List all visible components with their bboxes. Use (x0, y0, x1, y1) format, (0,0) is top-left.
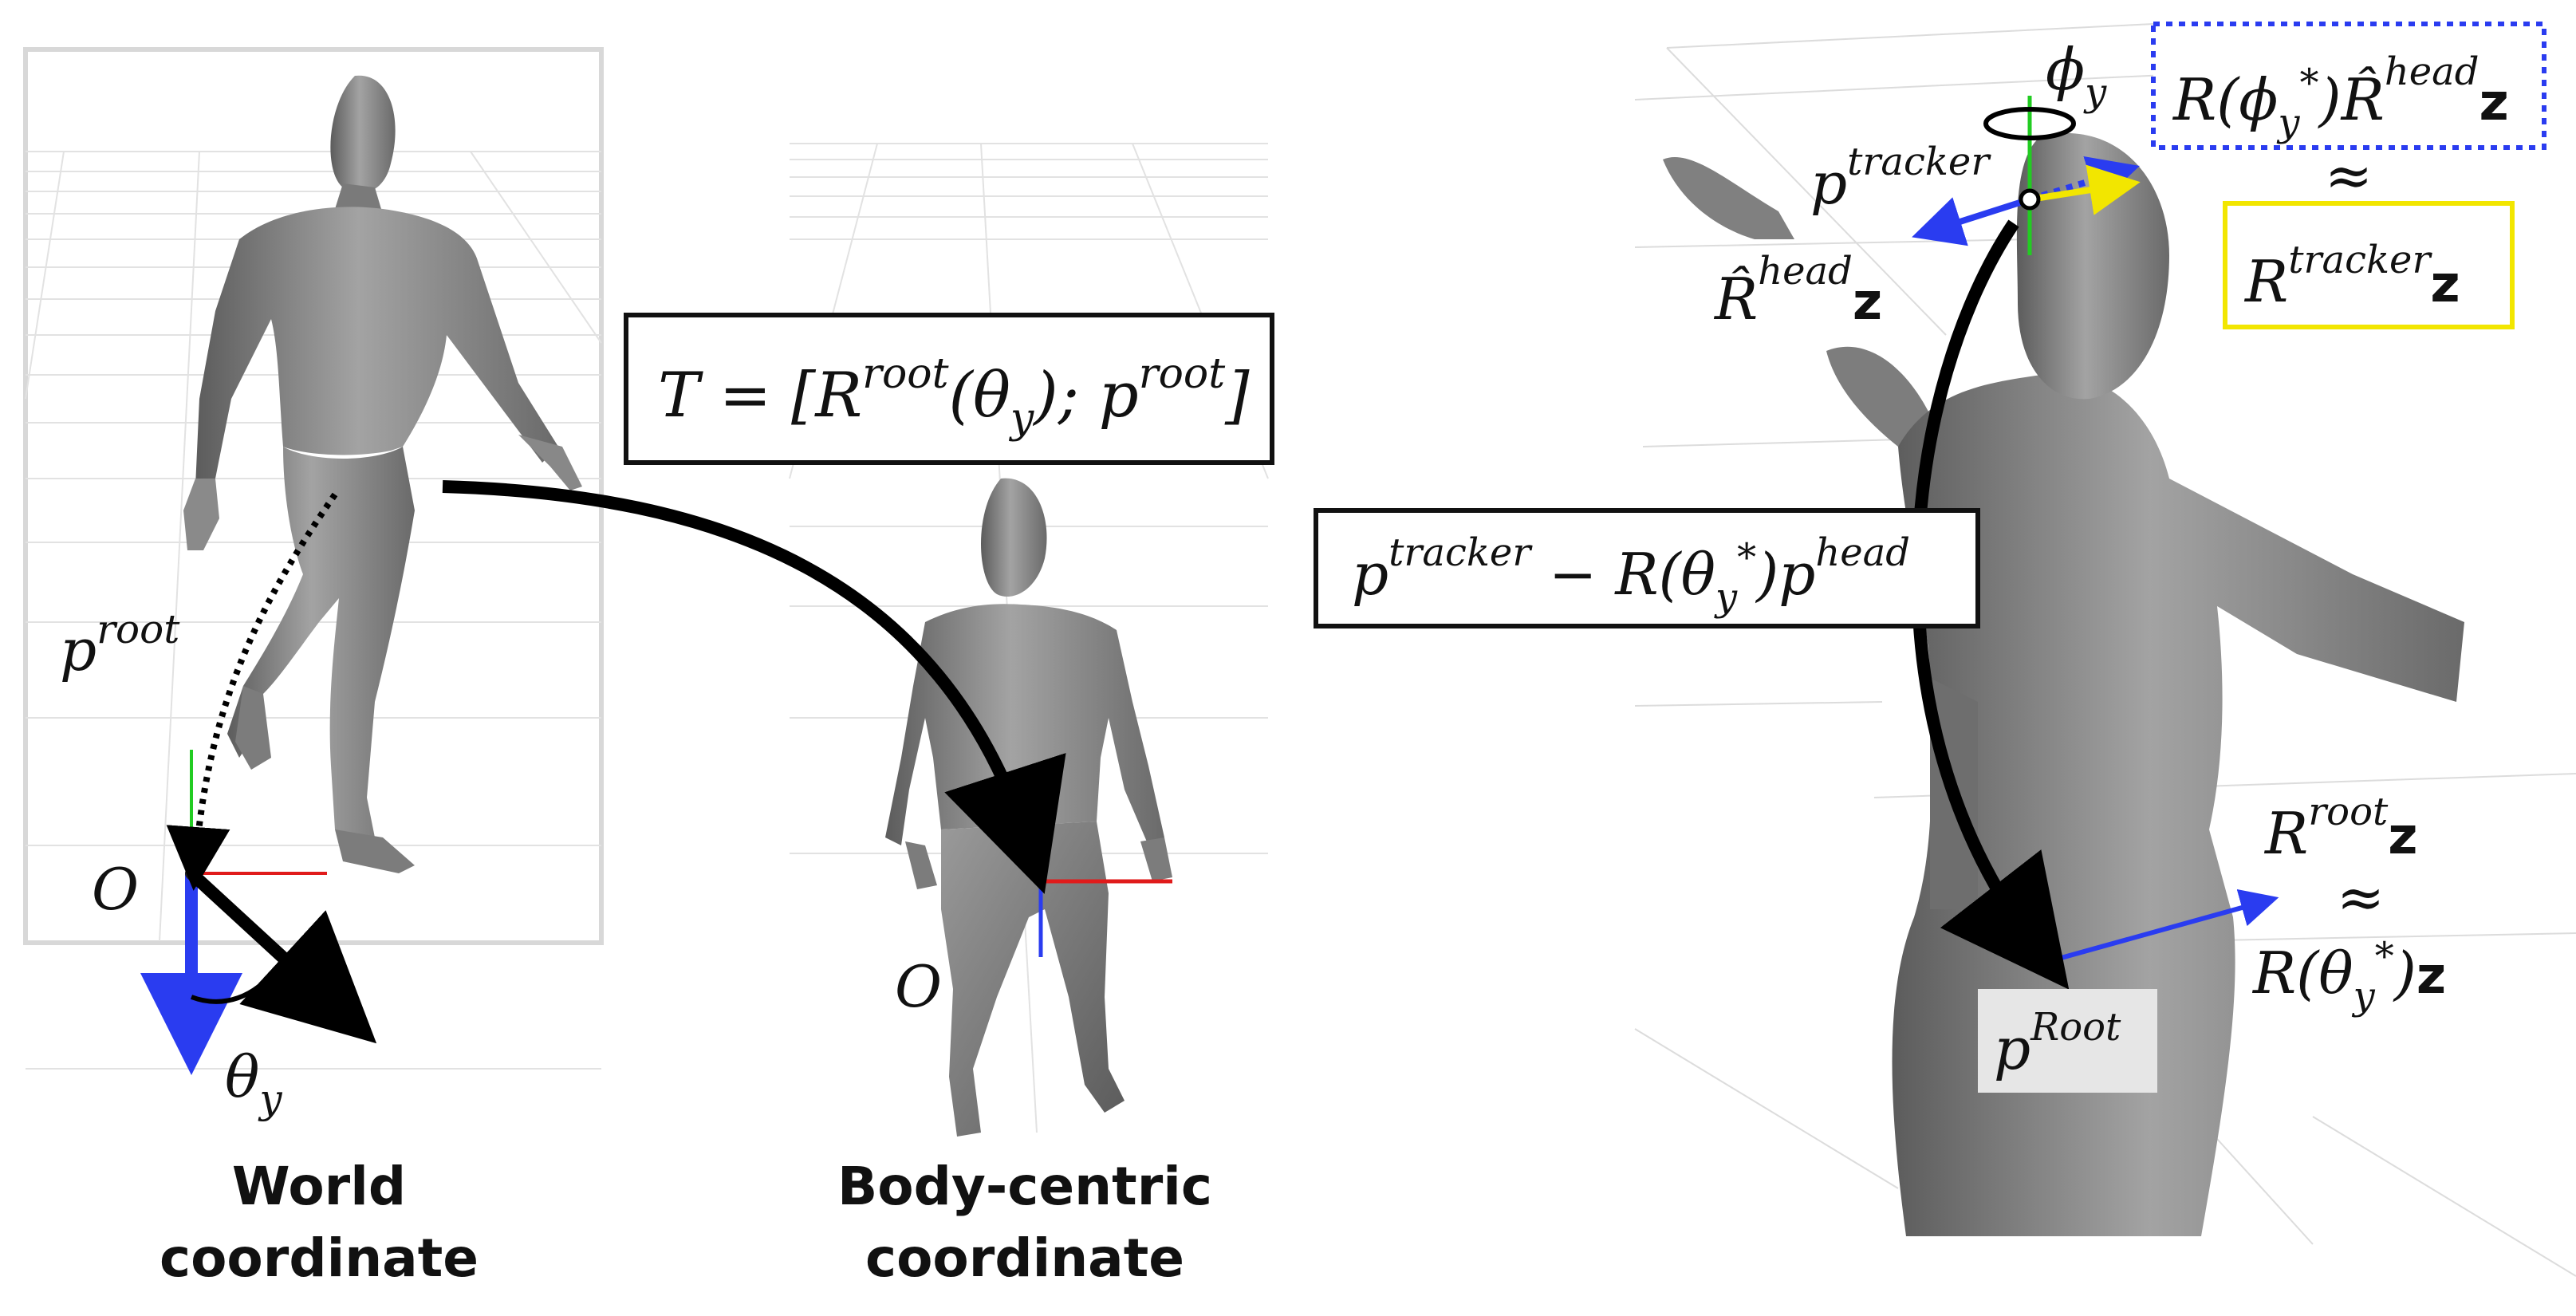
world-caption-line2: coordinate (160, 1227, 479, 1289)
transform-formula: T = [Rroot(θy); proot] (658, 350, 1250, 443)
world-caption-line1: World (232, 1156, 406, 1217)
p-tracker-label: ptracker (1810, 140, 1991, 217)
world-p-root-label: proot (60, 606, 180, 684)
offset-formula: ptracker − R(θy*)phead (1352, 530, 1910, 620)
theta-arc (190, 967, 278, 1004)
transform-box (624, 313, 1274, 465)
body-caption-line1: Body-centric (837, 1156, 1212, 1217)
root-point (2038, 950, 2061, 972)
head-forward-arrow (1912, 196, 2031, 246)
phi-label: ϕy (2046, 36, 2107, 115)
body-human-figure (885, 478, 1172, 1137)
tracker-orient-formula: Rtrackerz (2243, 238, 2460, 315)
tracker-panel: ϕy ptracker R̂headz R(ϕy*)R̂headz ≈ Rtra… (1314, 22, 2576, 1277)
offset-box (1314, 508, 1980, 628)
world-origin-dot (185, 867, 198, 880)
r-head-hat-label: R̂headz (1713, 249, 1882, 333)
heading-arrow (187, 869, 377, 1044)
p-root-dotted-arrow (166, 492, 338, 891)
body-caption-line2: coordinate (865, 1227, 1184, 1289)
tracker-orient-box (2223, 201, 2515, 329)
rotated-head-box (2151, 22, 2546, 150)
transform-arrow (442, 480, 1066, 894)
p-root-right-label: pRoot (1994, 1005, 2121, 1082)
approx-symbol-bottom: ≈ (2337, 864, 2385, 931)
tracker-forward-arrow (2029, 164, 2141, 215)
world-origin-label: O (92, 856, 139, 923)
world-human-figure (183, 75, 582, 873)
rotated-head-formula: R(ϕy*)R̂headz (2172, 49, 2509, 145)
root-forward-arrow (2049, 888, 2279, 963)
r-root-label: Rrootz (2263, 790, 2418, 867)
r-theta-label: R(θy*)z (2251, 934, 2446, 1019)
phi-rotation-ring (1983, 107, 2076, 140)
approx-symbol-top: ≈ (2325, 142, 2373, 209)
theta-label: θy (225, 1043, 282, 1122)
tracker-point (2019, 188, 2041, 211)
p-root-label-bg (1978, 989, 2157, 1093)
tracker-grid (1634, 23, 2576, 1277)
world-panel: proot O θy World coordinate (23, 47, 604, 1289)
body-origin-label: O (895, 953, 942, 1020)
